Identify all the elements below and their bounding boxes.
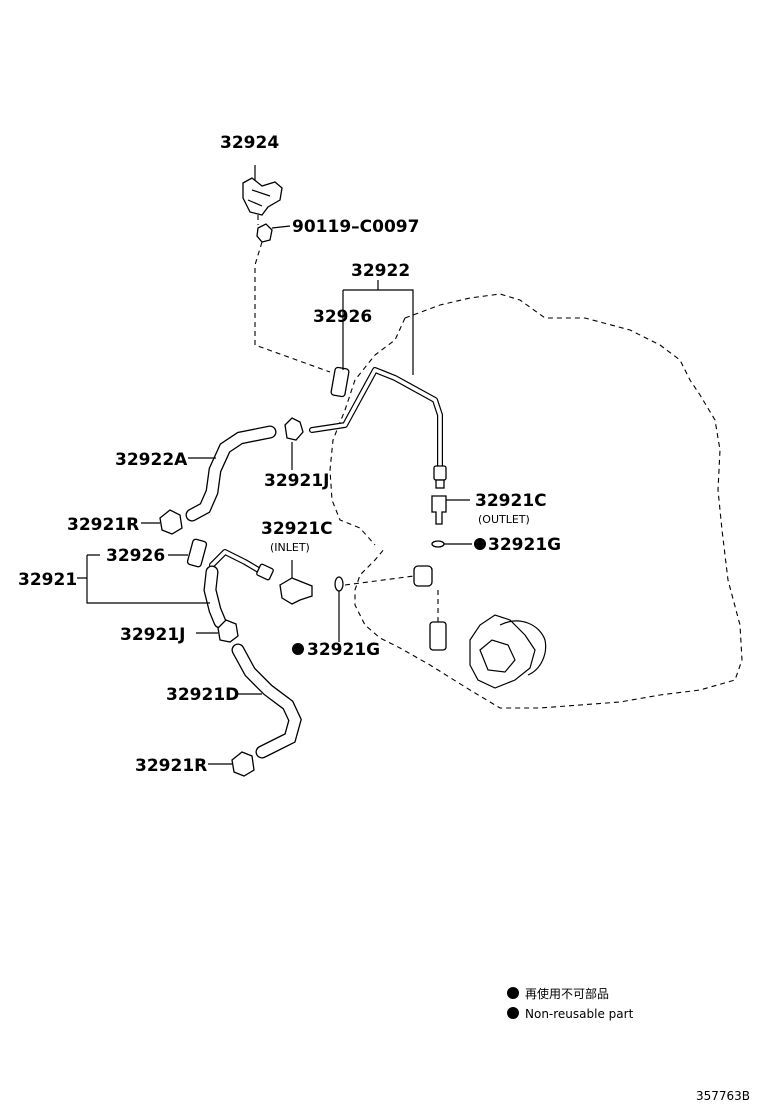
transmission-housing-left-edge — [329, 317, 406, 546]
clamp-32921R-lower — [231, 751, 255, 777]
label-32921G-right: 32921G — [488, 535, 561, 555]
bracket-32924 — [242, 177, 283, 216]
label-32921J-upper: 32921J — [264, 471, 329, 491]
legend-dot-japanese — [507, 987, 519, 999]
sleeve-32926-upper — [330, 366, 350, 398]
label-32921J-lower: 32921J — [120, 625, 185, 645]
clip-32921J-upper — [284, 417, 304, 441]
non-reusable-mark-right — [474, 538, 486, 550]
bolt-90119 — [256, 223, 273, 243]
pipe-32922-fitting — [433, 465, 447, 481]
label-32926-upper: 32926 — [313, 307, 372, 327]
diagram-id: 357763B — [696, 1089, 750, 1103]
pipe-32922 — [309, 367, 443, 473]
label-32921R-upper: 32921R — [67, 515, 139, 535]
label-32922: 32922 — [351, 261, 410, 281]
label-32921C-outlet: 32921C — [475, 491, 547, 511]
label-32921C-inlet: 32921C — [261, 519, 333, 539]
label-outlet: (OUTLET) — [478, 513, 530, 526]
housing-boss-inner — [479, 639, 516, 673]
hose-32921D — [232, 644, 301, 758]
fitting-32921C-outlet — [431, 495, 447, 525]
label-32921: 32921 — [18, 570, 77, 590]
non-reusable-mark-lower — [292, 643, 304, 655]
label-32921D: 32921D — [166, 685, 239, 705]
housing-outlet-port — [429, 621, 447, 651]
housing-boss — [469, 614, 536, 689]
label-32926-lower: 32926 — [106, 546, 165, 566]
legend-dot-english — [507, 1007, 519, 1019]
sleeve-32926-lower — [186, 538, 208, 568]
hose-32922A — [186, 426, 276, 521]
housing-boss-ring — [499, 620, 547, 676]
oring-32921G-lower — [334, 576, 344, 592]
housing-inlet-port — [413, 565, 433, 587]
legend-japanese: 再使用不可部品 — [525, 986, 609, 1001]
label-32924: 32924 — [220, 133, 279, 153]
pipe-32921 — [210, 550, 264, 574]
clamp-32921R-upper — [159, 509, 183, 535]
fitting-32921C-inlet — [279, 577, 313, 605]
label-32922A: 32922A — [115, 450, 188, 470]
label-32921G-lower: 32921G — [307, 640, 380, 660]
transmission-housing-outline — [354, 293, 743, 709]
legend-english: Non-reusable part — [525, 1007, 634, 1021]
oring-32921G-right — [431, 540, 445, 548]
clip-32921J-lower — [217, 619, 239, 643]
label-inlet: (INLET) — [270, 541, 310, 554]
label-32921R-lower: 32921R — [135, 756, 207, 776]
label-90119-c0097: 90119–C0097 — [292, 217, 419, 237]
